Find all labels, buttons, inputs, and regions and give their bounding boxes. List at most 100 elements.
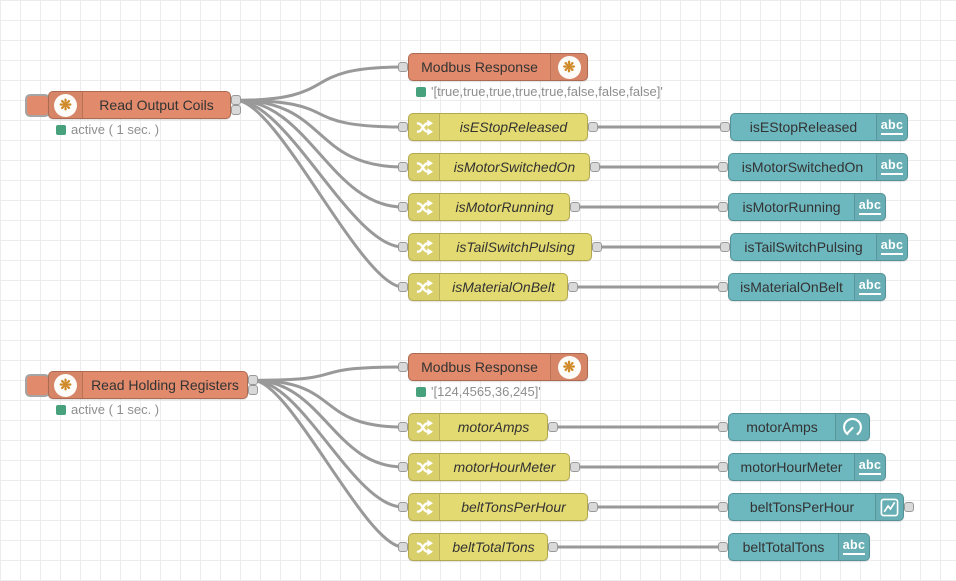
node-label: isMaterialOnBelt bbox=[452, 279, 555, 295]
node-fn-isTailSwitchPulsing[interactable]: isTailSwitchPulsing bbox=[408, 233, 592, 261]
input-port[interactable] bbox=[398, 122, 408, 132]
node-ui-beltTotalTons[interactable]: beltTotalTons abc bbox=[728, 533, 870, 561]
modbus-flower-icon: ❋ bbox=[557, 55, 581, 79]
output-port[interactable] bbox=[248, 375, 258, 386]
output-port[interactable] bbox=[588, 502, 598, 512]
wire[interactable] bbox=[234, 65, 405, 102]
node-label: motorAmps bbox=[746, 419, 818, 435]
node-label: motorHourMeter bbox=[453, 459, 556, 475]
output-port[interactable] bbox=[588, 122, 598, 132]
node-ui-motorAmps[interactable]: motorAmps bbox=[728, 413, 870, 441]
output-port[interactable] bbox=[231, 95, 241, 106]
wire[interactable] bbox=[234, 98, 405, 169]
node-fn-beltTotalTons[interactable]: beltTotalTons bbox=[408, 533, 548, 561]
shuffle-icon bbox=[416, 499, 433, 515]
text-abc-icon: abc bbox=[858, 458, 882, 476]
wire[interactable] bbox=[234, 98, 405, 289]
node-label: Modbus Response bbox=[421, 359, 538, 375]
wire[interactable] bbox=[251, 378, 405, 469]
input-port[interactable] bbox=[718, 282, 728, 292]
output-port[interactable] bbox=[231, 104, 241, 115]
input-port[interactable] bbox=[398, 422, 408, 432]
node-fn-motorHourMeter[interactable]: motorHourMeter bbox=[408, 453, 570, 481]
node-fn-isMaterialOnBelt[interactable]: isMaterialOnBelt bbox=[408, 273, 568, 301]
status-dot-icon bbox=[416, 86, 426, 97]
output-port[interactable] bbox=[592, 242, 602, 252]
node-fn-motorAmps[interactable]: motorAmps bbox=[408, 413, 548, 441]
shuffle-icon bbox=[416, 119, 433, 135]
input-port[interactable] bbox=[398, 362, 408, 372]
output-port[interactable] bbox=[548, 542, 558, 552]
input-port[interactable] bbox=[718, 502, 728, 512]
node-icon-strip bbox=[409, 274, 440, 300]
wire[interactable] bbox=[234, 98, 405, 129]
node-icon-strip bbox=[409, 454, 440, 480]
node-icon-strip: ❋ bbox=[49, 372, 83, 398]
node-read-output-coils[interactable]: ❋Read Output Coils bbox=[48, 91, 231, 119]
node-icon-strip: abc bbox=[876, 114, 907, 140]
output-port[interactable] bbox=[590, 162, 600, 172]
output-port[interactable] bbox=[548, 422, 558, 432]
node-modbus-response-2[interactable]: Modbus Response ❋ bbox=[408, 353, 588, 381]
wire[interactable] bbox=[234, 98, 405, 249]
node-icon-strip bbox=[875, 494, 903, 520]
node-status: active ( 1 sec. ) bbox=[56, 122, 159, 137]
wire[interactable] bbox=[251, 378, 405, 429]
node-read-holding-registers[interactable]: ❋Read Holding Registers bbox=[48, 371, 248, 399]
input-port[interactable] bbox=[398, 282, 408, 292]
node-fn-beltTonsPerHour[interactable]: beltTonsPerHour bbox=[408, 493, 588, 521]
status-text: active ( 1 sec. ) bbox=[71, 122, 160, 137]
text-abc-icon: abc bbox=[880, 158, 904, 176]
node-icon-strip: ❋ bbox=[550, 354, 587, 380]
output-port[interactable] bbox=[248, 384, 258, 395]
node-modbus-response-1[interactable]: Modbus Response❋ bbox=[408, 53, 588, 81]
node-fn-isMotorSwitchedOn[interactable]: isMotorSwitchedOn bbox=[408, 153, 590, 181]
input-port[interactable] bbox=[398, 462, 408, 472]
input-port[interactable] bbox=[718, 162, 728, 172]
input-port[interactable] bbox=[398, 162, 408, 172]
node-icon-strip bbox=[409, 194, 440, 220]
input-port[interactable] bbox=[718, 422, 728, 432]
node-fn-isMotorRunning[interactable]: isMotorRunning bbox=[408, 193, 570, 221]
node-icon-strip: abc bbox=[838, 534, 869, 560]
input-port[interactable] bbox=[398, 62, 408, 72]
output-port[interactable] bbox=[904, 502, 914, 512]
output-port[interactable] bbox=[568, 282, 578, 292]
modbus-flower-icon: ❋ bbox=[54, 373, 77, 397]
input-port[interactable] bbox=[398, 242, 408, 252]
node-label: beltTotalTons bbox=[742, 539, 825, 555]
node-label: beltTotalTons bbox=[452, 539, 535, 555]
input-port[interactable] bbox=[398, 502, 408, 512]
node-icon-strip: abc bbox=[854, 274, 885, 300]
output-port[interactable] bbox=[570, 202, 580, 212]
node-status: active ( 1 sec. ) bbox=[56, 402, 159, 417]
output-port[interactable] bbox=[570, 462, 580, 472]
input-port[interactable] bbox=[398, 202, 408, 212]
input-port[interactable] bbox=[718, 542, 728, 552]
wire[interactable] bbox=[234, 98, 405, 209]
node-icon-strip bbox=[409, 234, 440, 260]
text-abc-icon: abc bbox=[880, 118, 904, 136]
input-port[interactable] bbox=[720, 122, 730, 132]
node-ui-beltTonsPerHour[interactable]: beltTonsPerHour bbox=[728, 493, 904, 521]
input-port[interactable] bbox=[718, 202, 728, 212]
inject-button[interactable] bbox=[25, 94, 50, 117]
input-port[interactable] bbox=[718, 462, 728, 472]
wire[interactable] bbox=[251, 378, 405, 509]
inject-button[interactable] bbox=[25, 374, 50, 397]
input-port[interactable] bbox=[398, 542, 408, 552]
node-icon-strip: abc bbox=[854, 454, 885, 480]
wire[interactable] bbox=[251, 365, 405, 382]
input-port[interactable] bbox=[720, 242, 730, 252]
wire[interactable] bbox=[251, 378, 405, 549]
text-abc-icon: abc bbox=[842, 538, 866, 556]
text-abc-icon: abc bbox=[880, 238, 904, 256]
node-fn-isEStopReleased[interactable]: isEStopReleased bbox=[408, 113, 588, 141]
